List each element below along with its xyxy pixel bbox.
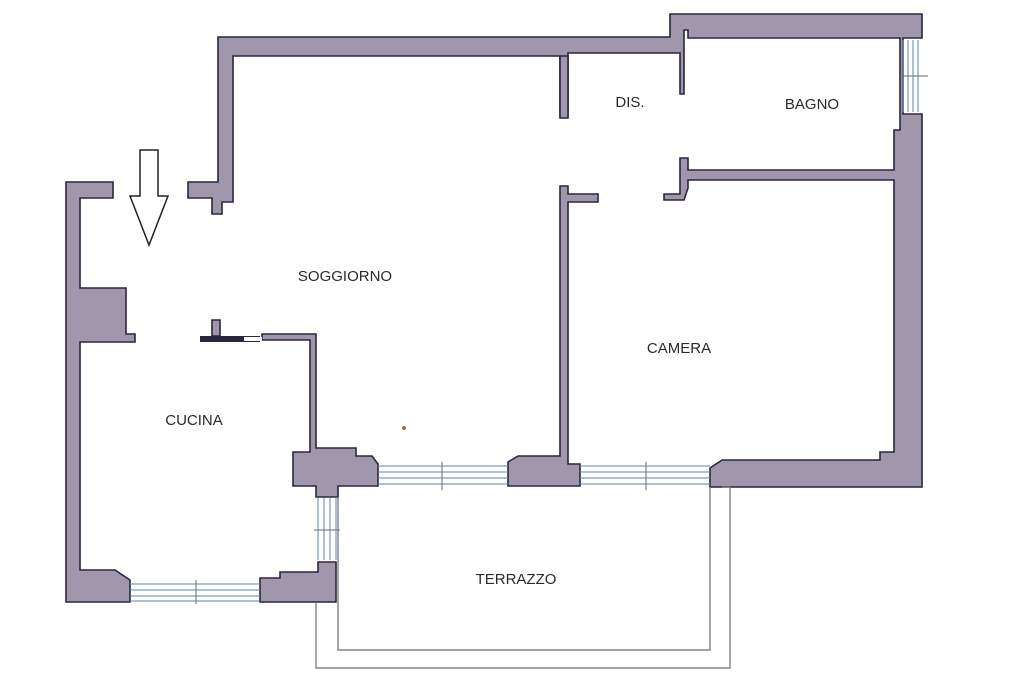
terrazzo-railing [315, 486, 731, 669]
outer-wall-north-east [187, 13, 923, 488]
floor-mark [402, 426, 406, 430]
kitchen-door-stub [211, 319, 221, 337]
outer-wall-west [65, 181, 136, 603]
room-label-bagno: BAGNO [785, 96, 839, 113]
window-cucina-south [130, 580, 260, 604]
room-label-camera: CAMERA [647, 340, 711, 357]
window-bagno [900, 40, 928, 112]
down-arrow-icon [128, 149, 170, 248]
kitchen-door-gap [244, 337, 262, 341]
room-labels: SOGGIORNO DIS. BAGNO CAMERA CUCINA TERRA… [165, 94, 839, 588]
kitchen-door-leaf [200, 336, 260, 342]
windows [130, 40, 928, 604]
room-label-soggiorno: SOGGIORNO [298, 268, 392, 285]
cucina-corner-wall [259, 561, 337, 603]
window-soggiorno [378, 462, 508, 490]
window-camera [580, 462, 710, 490]
window-cucina-east [314, 498, 340, 560]
room-label-dis: DIS. [615, 94, 644, 111]
room-label-terrazzo: TERRAZZO [476, 571, 557, 588]
walls [65, 13, 923, 603]
bagno-wall-stub [559, 55, 569, 119]
partition-wall-soggiorno-camera [507, 185, 599, 487]
room-label-cucina: CUCINA [165, 412, 223, 429]
kitchen-pier-wall [261, 333, 379, 498]
